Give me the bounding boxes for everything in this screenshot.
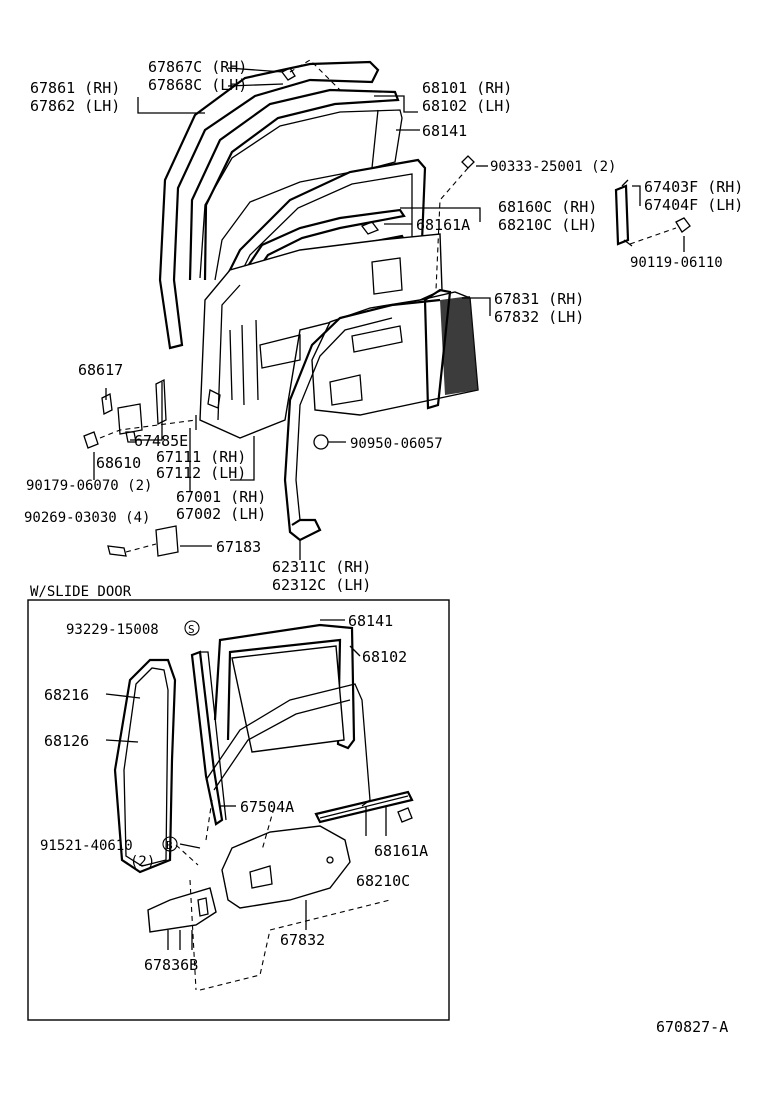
slide-label-68126: 68126 [44,732,89,750]
label-67832: 67832 (LH) [494,308,584,326]
slide-door-labels: 93229-15008 68141 68102 68216 68126 6750… [40,612,428,974]
belt-moulding-68160c [231,208,406,297]
symbol-b-text: B [166,839,173,852]
front-door-labels: 67867C (RH) 67868C (LH) 67861 (RH) 67862… [24,58,743,594]
label-90179: 90179-06070 (2) [26,478,152,494]
quarter-weatherstrip-68216 [113,658,177,874]
slide-door-box: W/SLIDE DOOR S [27,584,450,1021]
label-67862: 67862 (LH) [30,97,120,115]
slide-label-91521: 91521-40610 [40,838,133,854]
label-90119: 90119-06110 [630,255,723,271]
slide-label-68216: 68216 [44,686,89,704]
drawing-code: 670827-A [656,1018,728,1036]
slide-label-68141: 68141 [348,612,393,630]
label-67111: 67111 (RH) [156,448,246,466]
label-67183: 67183 [216,538,261,556]
label-68160c: 68160C (RH) [498,198,597,216]
label-68210c: 68210C (LH) [498,216,597,234]
label-67485e: 67485E [134,432,188,450]
slide-label-68210c: 68210C [356,872,410,890]
door-weatherstrip-62311c [283,298,441,542]
front-door-assembly [83,59,691,560]
slide-label-67832: 67832 [280,931,325,949]
slide-label-67836b: 67836B [144,956,198,974]
label-68141: 68141 [422,122,467,140]
symbol-s [184,620,200,636]
label-90269: 90269-03030 (4) [24,510,150,526]
hinge-68610 [117,403,143,435]
label-67403f: 67403F (RH) [644,178,743,196]
quarter-glass-68126 [123,667,169,867]
label-67404f: 67404F (LH) [644,196,743,214]
slide-label-91521-qty: (2) [130,854,155,870]
weatherstrip-67861 [158,60,380,350]
label-68101: 68101 (RH) [422,79,512,97]
slide-belt-moulding-68210c [314,790,414,824]
slide-door-frame [27,599,450,1021]
rear-channel [423,288,452,410]
plug-90950 [313,434,329,450]
slide-trim-67832 [221,825,351,909]
door-glass-68141 [199,109,403,281]
label-62311c: 62311C (RH) [272,558,371,576]
label-67001: 67001 (RH) [176,488,266,506]
label-90333: 90333-25001 (2) [490,159,616,175]
slide-glass-run-68141 [213,623,356,750]
label-67002: 67002 (LH) [176,505,266,523]
door-check-67183 [155,525,179,557]
symbol-b [162,836,178,852]
label-67112: 67112 (LH) [156,464,246,482]
slide-label-68102: 68102 [362,648,407,666]
slide-glass-68102 [231,645,345,753]
label-68102: 68102 (LH) [422,97,512,115]
label-68161a: 68161A [416,216,470,234]
label-67867c: 67867C (RH) [148,58,247,76]
label-68610: 68610 [96,454,141,472]
slide-door-title: W/SLIDE DOOR [30,584,132,600]
label-67868c: 67868C (LH) [148,76,247,94]
slide-label-93229: 93229-15008 [66,622,159,638]
label-62312c: 62312C (LH) [272,576,371,594]
slide-label-68161a: 68161A [374,842,428,860]
symbol-s-text: S [188,623,195,636]
label-68617: 68617 [78,361,123,379]
slide-label-67504a: 67504A [240,798,294,816]
glass-channel-67403f [614,184,630,246]
label-90950: 90950-06057 [350,436,443,452]
label-67831: 67831 (RH) [494,290,584,308]
label-67861: 67861 (RH) [30,79,120,97]
slide-lower-panel-67836b [147,887,217,933]
door-panel-67001 [199,233,443,439]
